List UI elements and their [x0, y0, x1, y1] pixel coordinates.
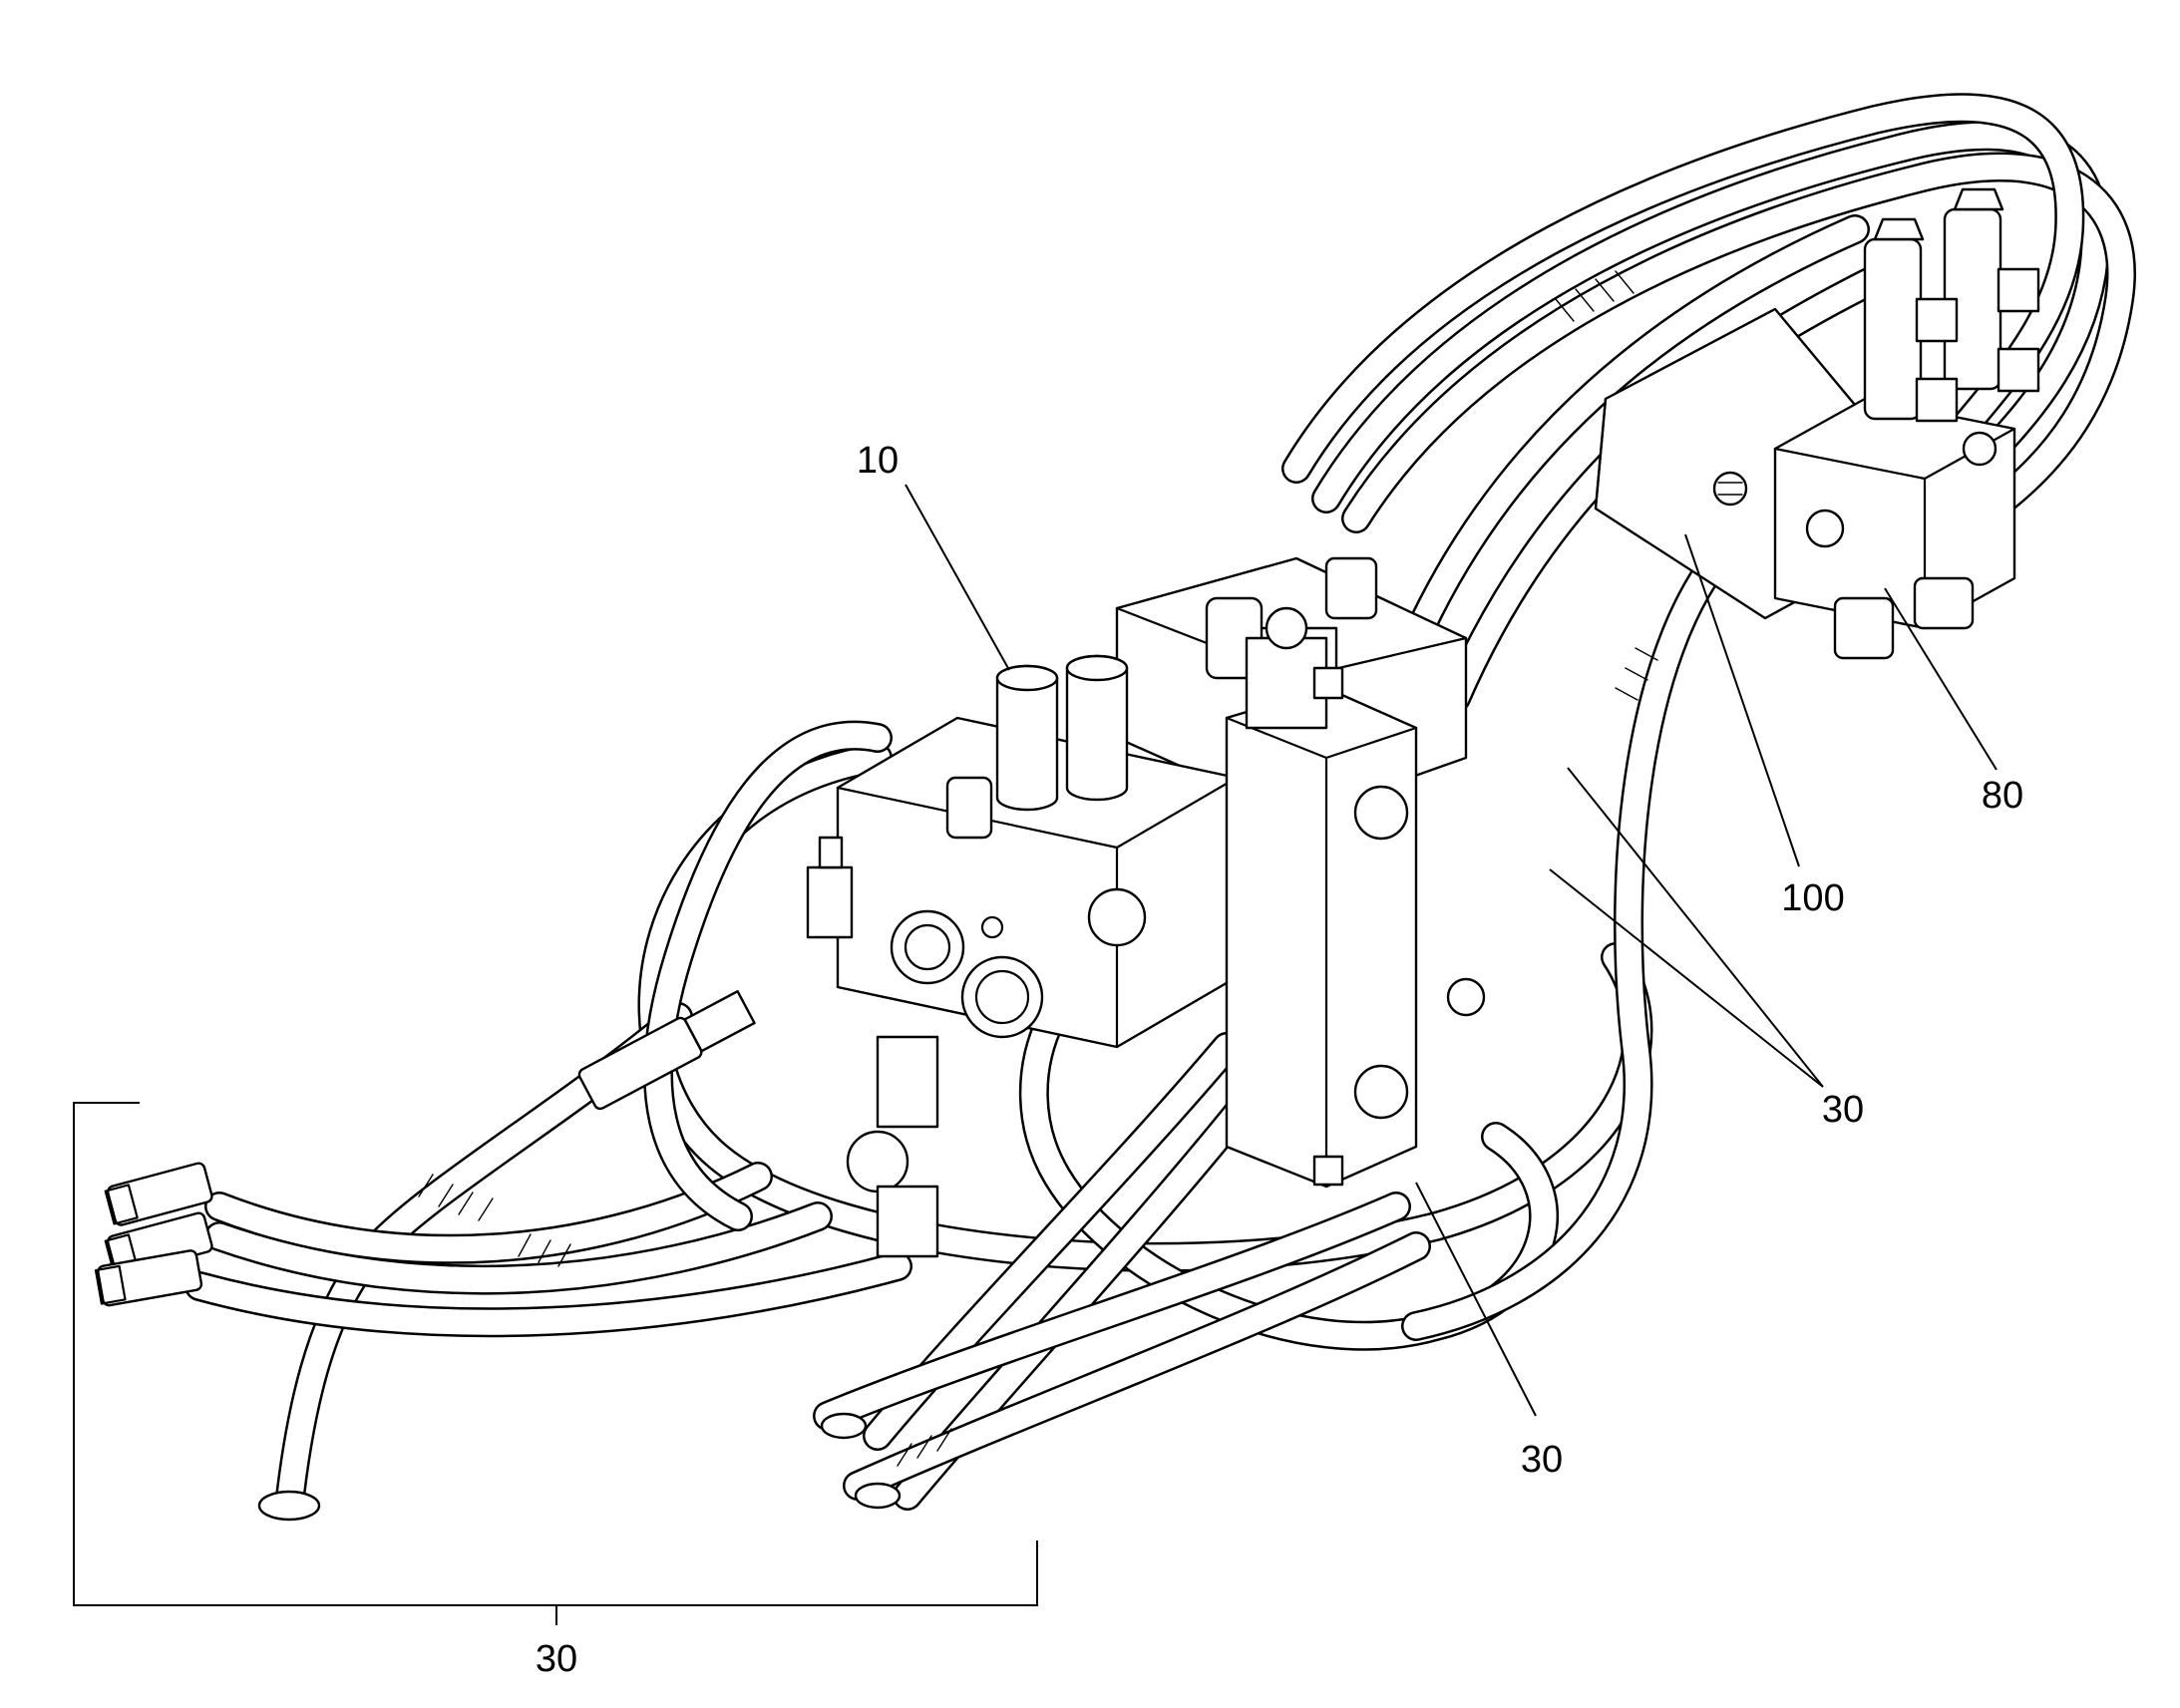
- callout-10: 10: [857, 440, 899, 482]
- callout-30-bracket: 30: [536, 1638, 577, 1680]
- callout-100: 100: [1781, 877, 1844, 919]
- callout-leaders: [73, 484, 1998, 1625]
- right-valve-block: [1773, 187, 2040, 660]
- left-fittings: [94, 990, 902, 1522]
- front-section-valve: [1225, 606, 1486, 1189]
- callout-80: 80: [1982, 775, 2023, 817]
- callout-30-lower: 30: [1521, 1439, 1563, 1481]
- main-valve-block: [806, 654, 1239, 1258]
- callout-30-right: 30: [1822, 1089, 1864, 1131]
- hose-bundle: [184, 93, 2136, 1521]
